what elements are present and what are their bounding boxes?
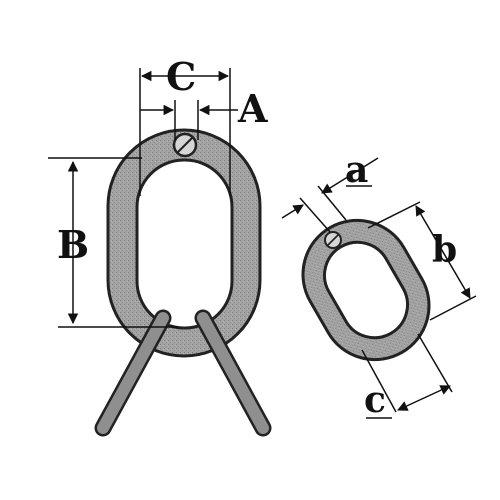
- dimension-C: [139, 68, 231, 196]
- dimension-label-c: c: [364, 379, 386, 421]
- dimension-label-A: A: [237, 86, 268, 131]
- dimension-label-b: b: [432, 229, 457, 271]
- dimension-c: [361, 333, 453, 419]
- dimension-label-B: B: [57, 222, 89, 267]
- dimension-B: [48, 157, 178, 328]
- master-link: [106, 128, 262, 358]
- dimension-label-C: C: [166, 54, 196, 99]
- leg-rods: [94, 309, 272, 437]
- connecting-link: [301, 218, 431, 362]
- dimension-b: [367, 201, 477, 321]
- connecting-link-inner: [323, 240, 409, 340]
- dimension-a: [281, 157, 379, 233]
- dimension-A: [140, 100, 238, 140]
- dimension-label-a: a: [345, 149, 368, 191]
- master-link-inner: [135, 158, 234, 330]
